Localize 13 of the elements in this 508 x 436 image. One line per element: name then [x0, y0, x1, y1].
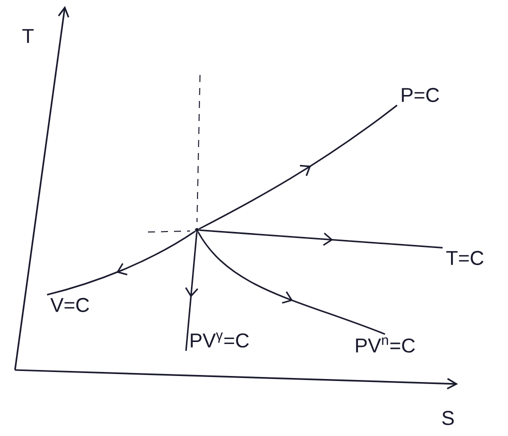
- process-label: P=C: [402, 88, 439, 102]
- process-curve: [185, 232, 198, 351]
- process-curve: [197, 232, 386, 335]
- axis-label: S: [442, 410, 454, 426]
- process-curve: [46, 230, 196, 296]
- process-label: T=C: [446, 250, 484, 266]
- axis-label: T: [22, 29, 34, 43]
- process-curve: [199, 229, 443, 248]
- process-label: PV$^{γ}$=C: [190, 332, 249, 348]
- state-point: [195, 228, 199, 232]
- process-label: PV$^{n}$=C: [356, 337, 415, 353]
- process-curve: [198, 104, 398, 230]
- process-label: V=C: [50, 298, 89, 312]
